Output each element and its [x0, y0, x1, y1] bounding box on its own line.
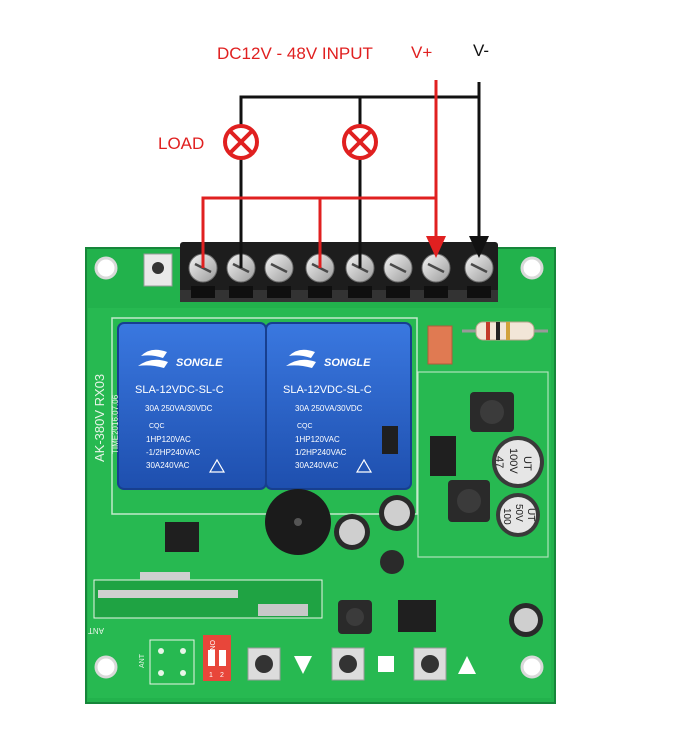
ic-chip [430, 436, 456, 476]
capacitor-label: 100 [501, 508, 512, 525]
negative-wiring [239, 82, 489, 268]
relay-model: SLA-12VDC-SL-C [135, 384, 224, 396]
dip-switch [203, 635, 231, 681]
dip-on-label: ON [208, 640, 215, 651]
inductor [470, 392, 514, 432]
board-date: TIME2016.07.06 [111, 394, 120, 454]
terminal-screw [464, 253, 494, 298]
capacitor-label: UT [521, 456, 533, 471]
power-resistor [462, 321, 548, 341]
capacitor [380, 550, 404, 574]
relay-rating: 1HP120VAC [146, 435, 191, 444]
songle-logo [286, 349, 316, 368]
warning-icon [208, 458, 226, 473]
mounting-hole [94, 655, 118, 679]
capacitor-label: 50V [513, 504, 524, 522]
ant-label: ANT [139, 653, 146, 668]
up-button [413, 647, 447, 681]
capacitor [334, 514, 370, 550]
cqc-mark: CQC [149, 423, 165, 430]
stop-square-icon [378, 656, 394, 672]
inductor [338, 600, 372, 634]
mounting-hole [94, 256, 118, 280]
led-cluster [149, 639, 195, 685]
ic-chip [398, 600, 436, 632]
mounting-hole [520, 256, 544, 280]
terminal-screw [421, 253, 451, 298]
capacitor-label: 47 [493, 456, 505, 468]
cqc-mark: CQC [297, 423, 313, 430]
buzzer [265, 489, 331, 555]
relay-rating: -1/2HP240VAC [146, 448, 200, 457]
relay-rating: 1/2HP240VAC [295, 448, 347, 457]
lamp-icon [342, 124, 378, 160]
terminal-screw [383, 253, 413, 298]
reset-button [143, 253, 173, 287]
positive-wiring [201, 80, 446, 268]
terminal-screw [264, 253, 294, 298]
transistor [382, 426, 398, 454]
songle-logo [138, 349, 168, 368]
down-button [247, 647, 281, 681]
arrow-icon [469, 236, 489, 258]
relay-rating: 1HP120VAC [295, 435, 340, 444]
relay-rating: 30A240VAC [295, 461, 339, 470]
dip-1-label: 1 [209, 672, 213, 679]
terminal-block [180, 242, 498, 302]
capacitor-label: 100V [507, 448, 519, 474]
inductor [448, 480, 490, 522]
capacitor [492, 436, 544, 488]
fuse [427, 325, 453, 365]
lamp-icon [223, 124, 259, 160]
v-plus-label: V+ [411, 43, 433, 62]
rf-module [93, 572, 323, 619]
relay-model: SLA-12VDC-SL-C [283, 384, 372, 396]
capacitor-label: UT [525, 508, 536, 521]
relay-brand: SONGLE [324, 357, 371, 369]
down-arrow-icon [294, 656, 312, 674]
warning-icon [355, 458, 373, 473]
mounting-hole [520, 655, 544, 679]
v-minus-label: V- [473, 41, 490, 60]
capacitor [509, 603, 543, 637]
relay-rating: 30A 250VA/30VDC [295, 404, 363, 413]
relay-rating: 30A 250VA/30VDC [145, 404, 213, 413]
board-model: AK-380V RX03 [92, 374, 107, 462]
load-label: LOAD [158, 134, 205, 153]
input-voltage-label: DC12V - 48V INPUT [217, 44, 373, 63]
arrow-icon [426, 236, 446, 258]
capacitor [496, 493, 540, 537]
stop-button [331, 647, 365, 681]
antenna-label: ANT [88, 626, 104, 635]
ic-chip [165, 522, 199, 552]
relay-rating: 30A240VAC [146, 461, 190, 470]
dip-2-label: 2 [220, 672, 224, 679]
relay-brand: SONGLE [176, 357, 223, 369]
capacitor [379, 495, 415, 531]
up-arrow-icon [458, 656, 476, 674]
